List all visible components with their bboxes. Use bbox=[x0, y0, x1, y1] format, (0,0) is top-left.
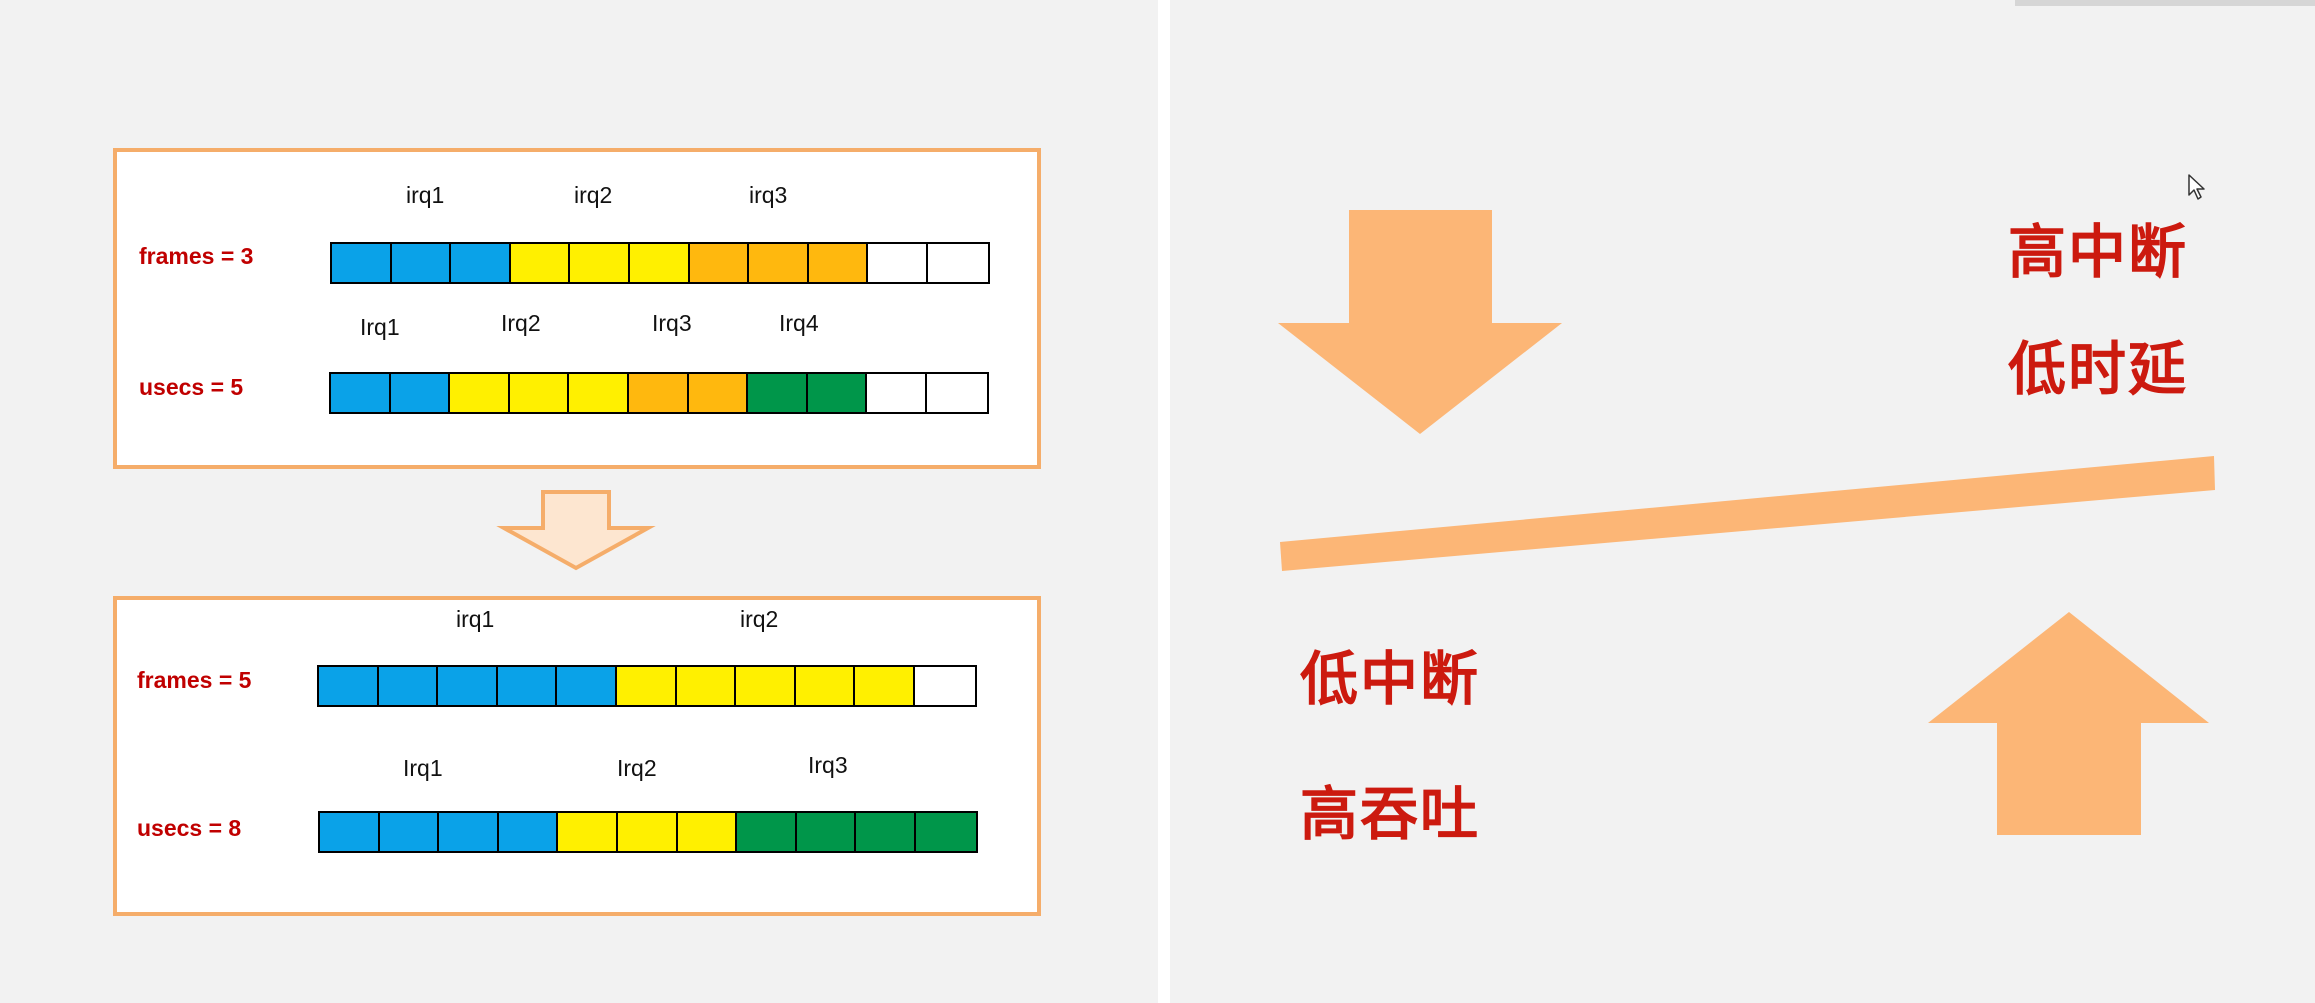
tradeoff-label-low-interrupt: 低中断 bbox=[1300, 647, 1481, 712]
frame-cell-blue bbox=[319, 667, 379, 705]
frame-cell-green bbox=[915, 813, 976, 851]
frame-cell-green bbox=[748, 374, 808, 412]
irq-label: irq1 bbox=[456, 606, 495, 632]
frame-cell-orange bbox=[808, 244, 869, 282]
frame-cell-blue bbox=[332, 244, 392, 282]
irq-label: irq2 bbox=[740, 606, 779, 632]
frame-cell-yellow bbox=[676, 667, 737, 705]
frame-cell-empty bbox=[868, 244, 928, 282]
frame-cell-orange bbox=[628, 374, 689, 412]
frame-cell-yellow bbox=[677, 813, 738, 851]
frame-cell-blue bbox=[497, 667, 558, 705]
irq-label: irq3 bbox=[749, 182, 788, 208]
frame-cell-blue bbox=[498, 813, 559, 851]
irq-label: Irq2 bbox=[617, 755, 657, 781]
frame-cell-empty bbox=[867, 374, 927, 412]
panel-divider bbox=[1158, 0, 1170, 1003]
frame-cell-orange bbox=[749, 244, 809, 282]
param-label-frames: frames = 5 bbox=[137, 667, 252, 693]
up-arrow-icon bbox=[1928, 612, 2209, 835]
frame-cell-blue bbox=[331, 374, 391, 412]
frame-cell-yellow bbox=[510, 244, 571, 282]
frame-cell-orange bbox=[689, 244, 750, 282]
frame-cell-orange bbox=[688, 374, 749, 412]
frame-cell-blue bbox=[451, 244, 511, 282]
irq-label: Irq1 bbox=[360, 314, 400, 340]
irq-label: Irq3 bbox=[808, 752, 848, 778]
seesaw-beam bbox=[1280, 456, 2215, 571]
frame-cell-blue bbox=[379, 813, 440, 851]
frame-cells-row bbox=[330, 242, 990, 284]
frame-cell-yellow bbox=[558, 813, 618, 851]
frame-cell-yellow bbox=[736, 667, 796, 705]
tradeoff-label-high-throughput: 高吞吐 bbox=[1300, 782, 1481, 847]
down-arrow-icon bbox=[496, 490, 656, 571]
frame-cell-yellow bbox=[855, 667, 915, 705]
tradeoff-label-low-latency: 低时延 bbox=[2008, 337, 2189, 402]
frame-cell-empty bbox=[914, 667, 975, 705]
frame-cell-blue bbox=[378, 667, 439, 705]
frame-cell-empty bbox=[926, 374, 987, 412]
frame-cell-blue bbox=[320, 813, 380, 851]
irq-label: irq2 bbox=[574, 182, 613, 208]
irq-label: irq1 bbox=[406, 182, 445, 208]
frame-cell-yellow bbox=[569, 374, 629, 412]
frame-cell-green bbox=[796, 813, 857, 851]
frame-cell-yellow bbox=[450, 374, 510, 412]
frame-cell-blue bbox=[439, 813, 499, 851]
frame-cell-empty bbox=[927, 244, 988, 282]
tradeoff-label-high-interrupt: 高中断 bbox=[2008, 220, 2189, 285]
frame-cell-yellow bbox=[629, 244, 690, 282]
down-arrow-icon bbox=[1278, 210, 1562, 434]
config-box-after bbox=[113, 596, 1041, 916]
irq-label: Irq1 bbox=[403, 755, 443, 781]
frame-cell-blue bbox=[390, 374, 451, 412]
irq-label: Irq3 bbox=[652, 310, 692, 336]
frame-cell-green bbox=[737, 813, 797, 851]
param-label-frames: frames = 3 bbox=[139, 243, 254, 269]
frame-cell-yellow bbox=[795, 667, 856, 705]
window-edge-shade bbox=[2015, 0, 2315, 6]
mouse-cursor-icon bbox=[2188, 174, 2205, 200]
frame-cell-green bbox=[856, 813, 916, 851]
param-label-usecs: usecs = 5 bbox=[139, 374, 244, 400]
frame-cell-blue bbox=[438, 667, 498, 705]
frame-cells-row bbox=[317, 665, 977, 707]
irq-label: Irq4 bbox=[779, 310, 819, 336]
frame-cell-green bbox=[807, 374, 868, 412]
frame-cell-yellow bbox=[616, 667, 677, 705]
frame-cell-blue bbox=[557, 667, 617, 705]
frame-cell-yellow bbox=[617, 813, 678, 851]
irq-label: Irq2 bbox=[501, 310, 541, 336]
usecs-cells-row bbox=[318, 811, 978, 853]
config-box-before bbox=[113, 148, 1041, 469]
frame-cell-blue bbox=[391, 244, 452, 282]
frame-cell-yellow bbox=[509, 374, 570, 412]
param-label-usecs: usecs = 8 bbox=[137, 815, 242, 841]
frame-cell-yellow bbox=[570, 244, 630, 282]
usecs-cells-row bbox=[329, 372, 989, 414]
